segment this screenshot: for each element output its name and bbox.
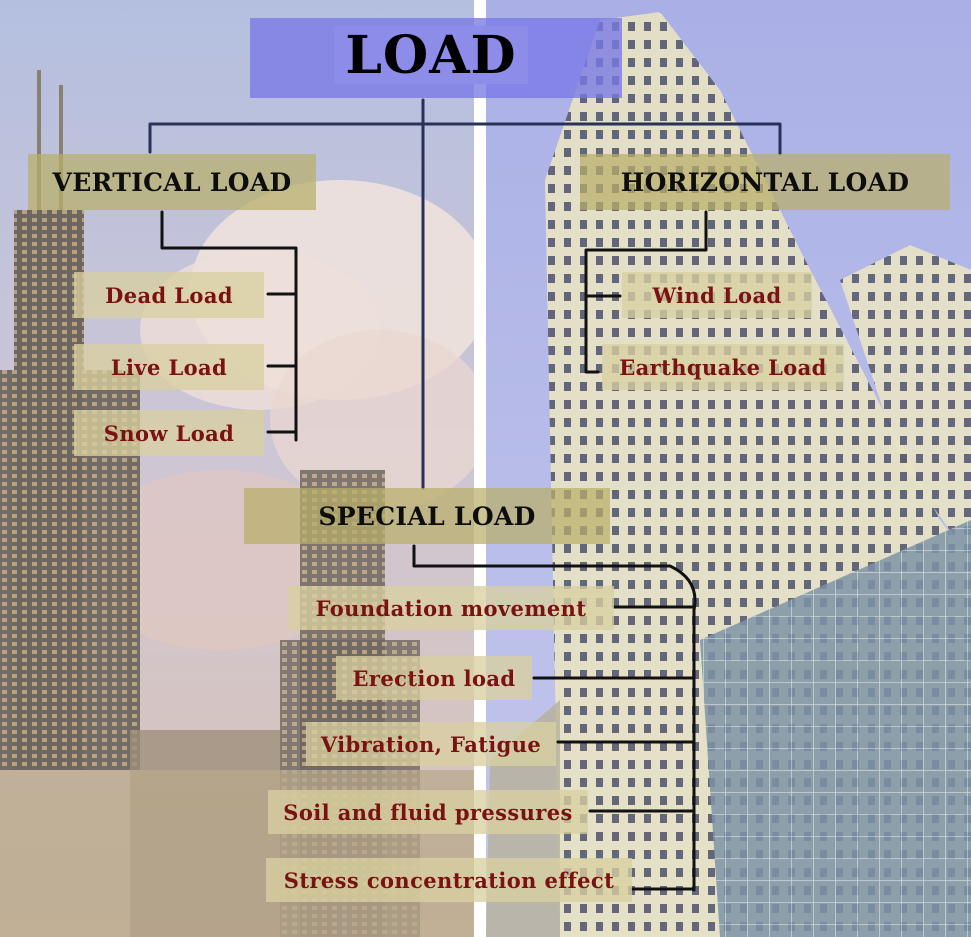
live-load-item: Live Load xyxy=(74,344,264,390)
foundation-movement-item: Foundation movement xyxy=(288,586,614,630)
stress-concentration-item: Stress concentration effect xyxy=(266,858,632,902)
diagram-title: LOAD xyxy=(334,25,528,86)
vertical-load-heading: VERTICAL LOAD xyxy=(28,154,316,210)
top-branch-line xyxy=(148,122,782,156)
earthquake-load-item: Earthquake Load xyxy=(602,344,844,390)
special-bracket-line xyxy=(412,544,697,892)
wind-load-item: Wind Load xyxy=(622,272,812,318)
soil-fluid-pressures-item: Soil and fluid pressures xyxy=(268,790,588,834)
vertical-bracket-line xyxy=(160,210,298,442)
horizontal-load-heading: HORIZONTAL LOAD xyxy=(580,154,950,210)
dead-load-item: Dead Load xyxy=(74,272,264,318)
erection-load-item: Erection load xyxy=(336,656,532,700)
snow-load-item: Snow Load xyxy=(74,410,264,456)
special-load-heading: SPECIAL LOAD xyxy=(244,488,610,544)
vibration-fatigue-item: Vibration, Fatigue xyxy=(306,722,556,766)
horizontal-bracket-line xyxy=(584,210,708,374)
